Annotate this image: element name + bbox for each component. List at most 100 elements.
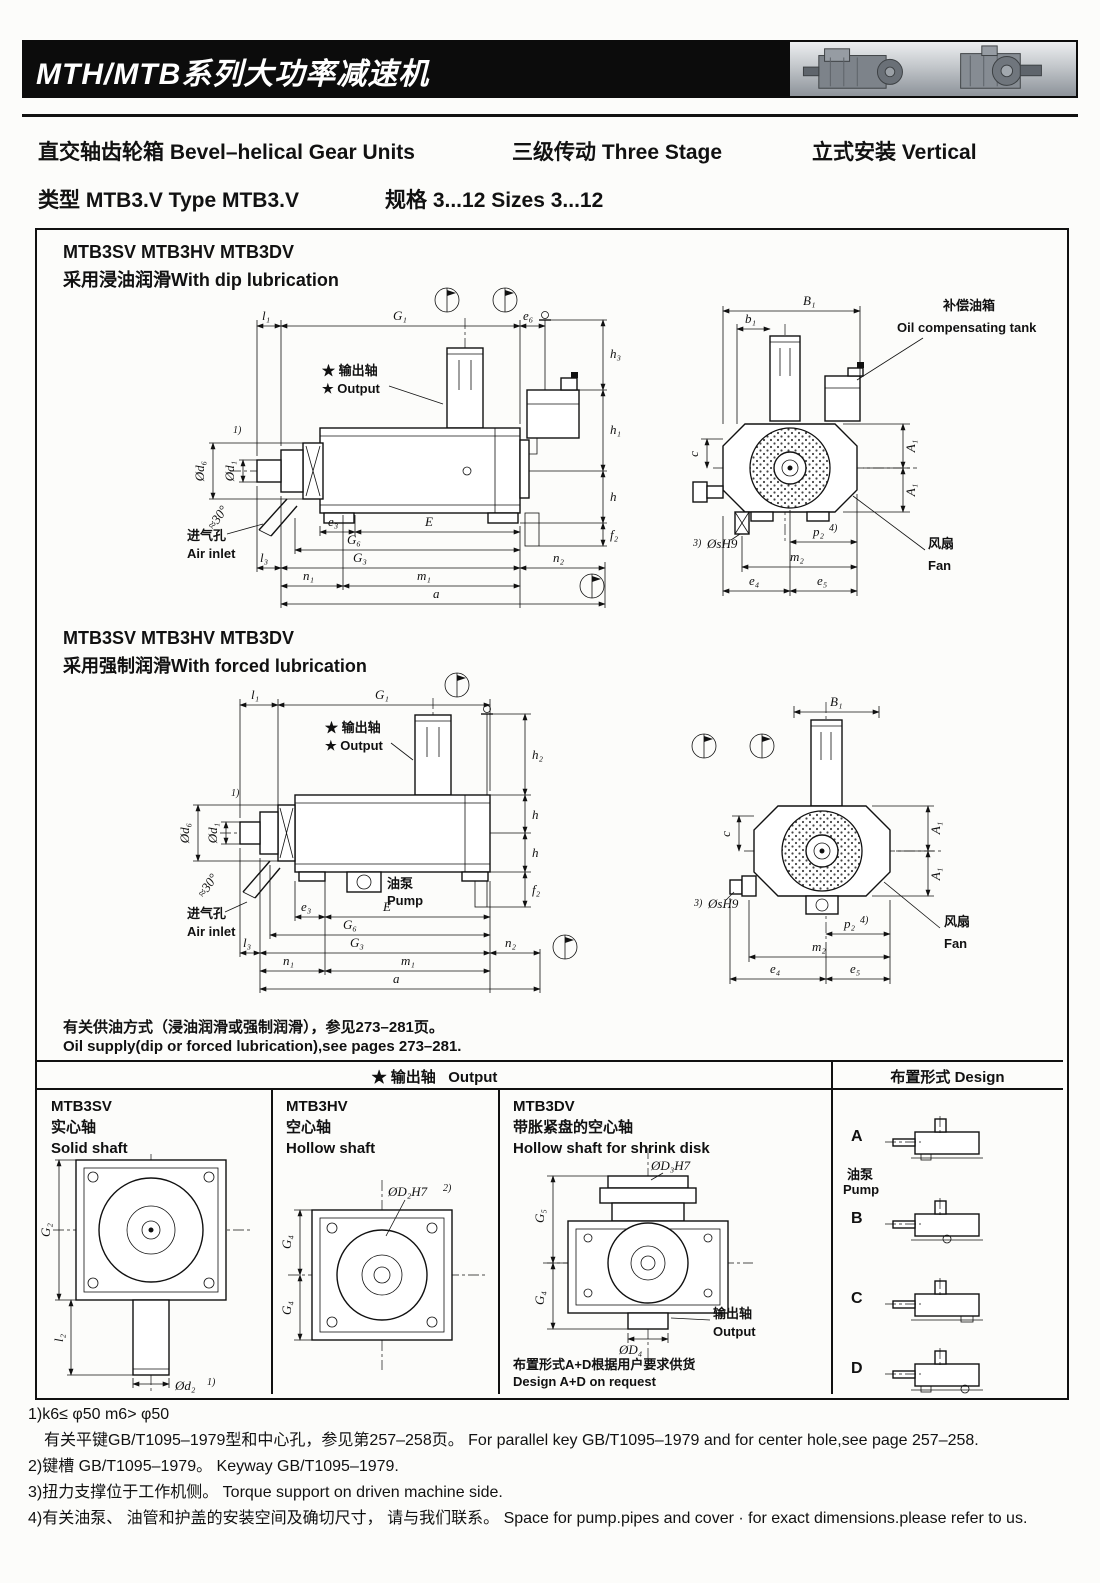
view-symbol-bottom xyxy=(579,573,605,599)
output-shaft xyxy=(810,719,843,807)
header-band: MTH/MTB系列大功率减速机 xyxy=(22,40,1078,98)
view-symbol-bottom xyxy=(552,934,578,960)
fan xyxy=(749,427,831,509)
design-icon-c xyxy=(885,1278,983,1323)
view-symbols xyxy=(691,733,775,759)
dim-G4-lower: G₄ xyxy=(280,1301,294,1315)
design-letter-b: B xyxy=(851,1210,863,1227)
dim-m1: m₁ xyxy=(401,953,415,968)
dim-e5: e₅ xyxy=(817,573,827,588)
tank-label-cn: 补偿油箱 xyxy=(942,298,995,313)
air-inlet-label-en: Air inlet xyxy=(187,546,236,561)
dim-a: a xyxy=(393,971,400,986)
cell-mtb3hv: MTB3HV 空心轴 Hollow shaft ØD₂H7 2) xyxy=(272,1088,498,1394)
air-inlet-label-cn: 进气孔 xyxy=(187,528,226,543)
drawing-solid-shaft: G₂ l₂ Ød₂ 1) xyxy=(41,1154,253,1393)
air-inlet-label-en: Air inlet xyxy=(187,924,236,939)
dim-A1-upper: A₁ xyxy=(903,440,918,453)
output-label-en: ★ Output xyxy=(322,381,381,396)
output-header-en: Output xyxy=(448,1069,498,1086)
fan-label-en: Fan xyxy=(928,558,951,573)
table-divider-design xyxy=(831,1060,833,1394)
dim-d2: Ød₂ xyxy=(174,1378,196,1393)
cell-mtb3dv: MTB3DV 带胀紧盘的空心轴 Hollow shaft for shrink … xyxy=(499,1088,831,1394)
footnote-1b: 有关平键GB/T1095–1979型和中心孔，参见第257–258页。 For … xyxy=(44,1432,979,1449)
dim-d1: Ød₁ xyxy=(205,823,220,844)
fan xyxy=(781,810,863,892)
dim-E: E xyxy=(424,514,433,529)
table-divider-1 xyxy=(271,1088,273,1394)
header-rule xyxy=(22,114,1078,117)
section1-subtitle: 采用浸油润滑With dip lubrication xyxy=(63,270,339,290)
dim-h-lower: h xyxy=(532,845,539,860)
section2-subtitle: 采用强制润滑With forced lubrication xyxy=(63,656,367,676)
view-symbol-top xyxy=(444,672,470,698)
section1-title: MTB3SV MTB3HV MTB3DV xyxy=(63,242,295,262)
drawing-side-view-forced-lubrication: 油泵 Pump l₁ G₁ ★ 输出轴 ★ Output h₂ xyxy=(177,672,578,993)
footnote-3: 3)扭力支撑位于工作机侧。 Torque support on driven m… xyxy=(28,1484,503,1501)
table-divider-2 xyxy=(498,1088,500,1394)
dim-D4: ØD₄ xyxy=(618,1342,643,1357)
dim-l3: l₃ xyxy=(260,550,268,565)
dim-B1: B₁ xyxy=(803,293,815,308)
dim-l1: l₁ xyxy=(251,687,259,702)
intro-type: 类型 MTB3.V Type MTB3.V xyxy=(38,189,299,212)
dim-D3H7: ØD₃H7 xyxy=(650,1158,691,1173)
dim-h3: h₃ xyxy=(610,346,621,361)
dim-n2: n₂ xyxy=(553,550,565,565)
cell3-title: MTB3DV xyxy=(513,1098,575,1115)
dim-f2: f₂ xyxy=(610,527,619,542)
design-icon-b xyxy=(885,1198,983,1244)
dim-l3: l₃ xyxy=(243,935,251,950)
dim-h1: h₁ xyxy=(610,422,621,437)
dim-G5: G₅ xyxy=(532,1209,547,1223)
table-top-border xyxy=(37,1060,1063,1062)
input-shaft xyxy=(239,804,296,862)
intro-gear-type: 直交轴齿轮箱 Bevel–helical Gear Units xyxy=(38,141,415,164)
table-design-header: 布置形式 Design xyxy=(890,1069,1005,1086)
intro-mounting: 立式安装 Vertical xyxy=(812,141,977,164)
fan-label-cn: 风扇 xyxy=(944,914,970,929)
dim-G4: G₄ xyxy=(532,1291,547,1305)
pump-label-cn: 油泵 xyxy=(387,876,413,891)
gear-unit-body xyxy=(294,794,491,908)
fan-label-en: Fan xyxy=(944,936,967,951)
dim-A1-upper: A₁ xyxy=(928,822,943,835)
dim-E: E xyxy=(382,899,391,914)
footnote-2: 2)键槽 GB/T1095–1979。 Keyway GB/T1095–1979… xyxy=(28,1458,399,1475)
dim-G6: G₆ xyxy=(347,532,361,547)
oil-tank xyxy=(523,372,580,455)
design-icon-d xyxy=(885,1348,983,1394)
dim-d6: Ød₆ xyxy=(177,823,192,844)
dim-G1: G₁ xyxy=(375,687,389,702)
dim-G3: G₃ xyxy=(350,935,364,950)
dim-h2: h₂ xyxy=(532,747,544,762)
output-label-cn: ★ 输出轴 xyxy=(325,720,381,735)
vent-pipe xyxy=(539,311,551,390)
output-label-en: ★ Output xyxy=(325,738,384,753)
dim-a: a xyxy=(433,586,440,601)
cell3-cn: 带胀紧盘的空心轴 xyxy=(513,1119,634,1136)
oil-pipe xyxy=(481,705,493,795)
dim-e3: e₃ xyxy=(301,899,311,914)
cell2-cn: 空心轴 xyxy=(286,1119,332,1136)
footnote-mark-4: 4) xyxy=(860,915,869,926)
design-letter-c: C xyxy=(851,1290,863,1307)
footnote-1: 1)k6≤ φ50 m6> φ50 xyxy=(28,1406,170,1423)
dim-e5: e₅ xyxy=(850,961,860,976)
cell2-title: MTB3HV xyxy=(286,1098,348,1115)
air-inlet-label-cn: 进气孔 xyxy=(187,906,226,921)
cell2-en: Hollow shaft xyxy=(286,1140,376,1157)
dim-G2: G₂ xyxy=(41,1223,53,1237)
output-label-cn: 输出轴 xyxy=(713,1306,752,1321)
dim-d1: Ød₁ xyxy=(222,461,237,482)
output-header-cn: ★ 输出轴 xyxy=(371,1069,436,1086)
output-label-en: Output xyxy=(713,1324,756,1339)
oil-supply-note-en: Oil supply(dip or forced lubrication),se… xyxy=(63,1038,462,1055)
dim-m2: m₂ xyxy=(790,549,804,564)
shrink-disk xyxy=(599,1175,697,1222)
dim-e3: e₃ xyxy=(328,514,338,529)
drawing-shrink-disk-shaft: ØD₃H7 G₅ G₄ ØD₄ xyxy=(532,1148,756,1360)
cell1-en: Solid shaft xyxy=(51,1140,128,1157)
